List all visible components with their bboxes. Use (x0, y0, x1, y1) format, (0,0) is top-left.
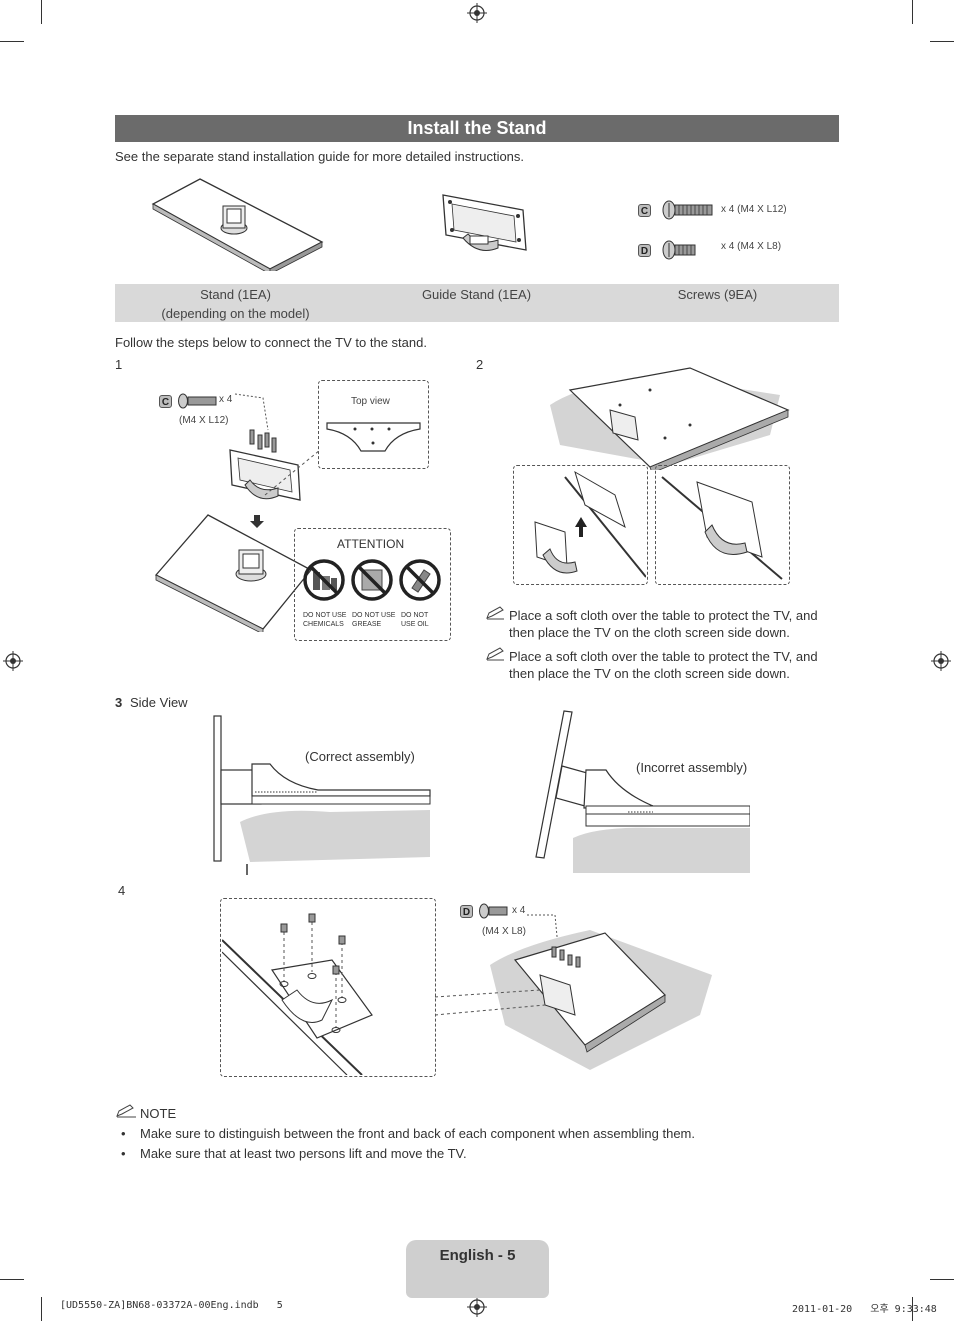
screws-label: Screws (9EA) (677, 287, 758, 302)
warning-grease-line2: GREASE (352, 621, 382, 628)
no-chemicals-icon (303, 559, 345, 601)
page-number: English - 5 (439, 1247, 516, 1264)
follow-text: Follow the steps below to connect the TV… (115, 335, 427, 350)
attention-heading: ATTENTION (337, 537, 405, 551)
correct-assembly-label: (Correct assembly) (305, 749, 415, 764)
crop-mark (41, 1297, 42, 1321)
step4-detail-illustration (222, 913, 373, 1075)
screw-d-icon (662, 240, 696, 260)
stand-sub-label: (depending on the model) (161, 306, 310, 321)
screw-c-icon (662, 200, 713, 220)
warning-oil-line2: USE OIL (401, 621, 429, 628)
warning-chemicals-line1: DO NOT USE (303, 612, 347, 619)
correct-assembly-illustration (213, 715, 431, 875)
crop-mark (0, 41, 24, 42)
stand-label: Stand (1EA) (200, 287, 271, 302)
note-item-2: Make sure that at least two persons lift… (140, 1146, 467, 1161)
warning-chemicals-line2: CHEMICALS (303, 621, 344, 628)
note-pencil-icon (116, 1104, 136, 1118)
warning-oil-line1: DO NOT (401, 612, 429, 619)
top-view-label: Top view (351, 396, 390, 407)
crop-mark (912, 0, 913, 24)
warning-grease-line1: DO NOT USE (352, 612, 396, 619)
step2-detail-box-left (513, 465, 648, 585)
print-timestamp: 2011-01-20 오후 9:33:48 (792, 1304, 937, 1315)
screw-c-icon (178, 393, 217, 409)
no-oil-icon (399, 559, 441, 601)
parts-band (115, 284, 839, 322)
screw-c-spec: x 4 (M4 X L12) (721, 204, 787, 215)
step2-tv-illustration (550, 367, 790, 470)
step4-number: 4 (118, 883, 126, 898)
registration-mark-icon (467, 1297, 487, 1317)
step4-qty: x 4 (512, 905, 526, 916)
top-view-box (318, 380, 429, 469)
step1-number: 1 (115, 357, 123, 372)
step2-detail-left-illustration (534, 470, 646, 578)
step2-number: 2 (476, 357, 484, 372)
note-bullet: • (121, 1126, 126, 1141)
step2-detail-right-illustration (661, 476, 783, 580)
attention-box (294, 528, 451, 641)
intro-text: See the separate stand installation guid… (115, 149, 525, 164)
screw-d-letter: D (638, 244, 651, 257)
screw-c-letter: C (638, 204, 651, 217)
guide-stand-illustration (442, 194, 527, 251)
top-view-illustration (326, 422, 421, 452)
arrow-down-icon (250, 515, 264, 528)
guide-stand-label: Guide Stand (1EA) (421, 287, 532, 302)
page-number-tab: English - 5 (406, 1240, 549, 1298)
registration-mark-icon (931, 651, 951, 671)
screw-d-icon (479, 903, 508, 919)
incorrect-assembly-illustration (535, 710, 750, 873)
step3-number: 3 (115, 695, 123, 710)
step4-detail-box (220, 898, 436, 1077)
note-bullet: • (121, 1146, 126, 1161)
section-title: Install the Stand (115, 115, 839, 142)
note-pencil-icon (486, 606, 504, 620)
step3-label: Side View (130, 695, 188, 710)
screw-d-spec: x 4 (M4 X L8) (721, 241, 782, 252)
step1-screw-letter: C (159, 395, 172, 408)
crop-mark (912, 1297, 913, 1321)
crop-mark (41, 0, 42, 24)
step2-note-1: Place a soft cloth over the table to pro… (509, 608, 818, 640)
crop-mark (930, 41, 954, 42)
incorrect-assembly-label: (Incorret assembly) (636, 760, 748, 775)
step4-spec: (M4 X L8) (482, 926, 526, 937)
registration-mark-icon (3, 651, 23, 671)
note-item-1: Make sure to distinguish between the fro… (140, 1126, 695, 1141)
note-heading: NOTE (140, 1106, 177, 1121)
print-file-name: [UD5550-ZA]BN68-03372A-00Eng.indb 5 (60, 1300, 283, 1311)
step4-tv-illustration (434, 914, 712, 1070)
registration-mark-icon (467, 3, 487, 23)
stand-base-illustration (151, 178, 324, 271)
step2-detail-box-right (655, 465, 790, 585)
step1-qty: x 4 (219, 394, 233, 405)
crop-mark (930, 1279, 954, 1280)
step1-stand-base-illustration (154, 514, 313, 632)
step1-guide-stand-illustration (229, 393, 301, 501)
step1-spec: (M4 X L12) (179, 415, 229, 426)
no-grease-icon (351, 559, 393, 601)
step4-screw-letter: D (460, 905, 473, 918)
callout-line (264, 449, 321, 496)
note-pencil-icon (486, 647, 504, 661)
step2-note-2: Place a soft cloth over the table to pro… (509, 649, 818, 681)
crop-mark (0, 1279, 24, 1280)
